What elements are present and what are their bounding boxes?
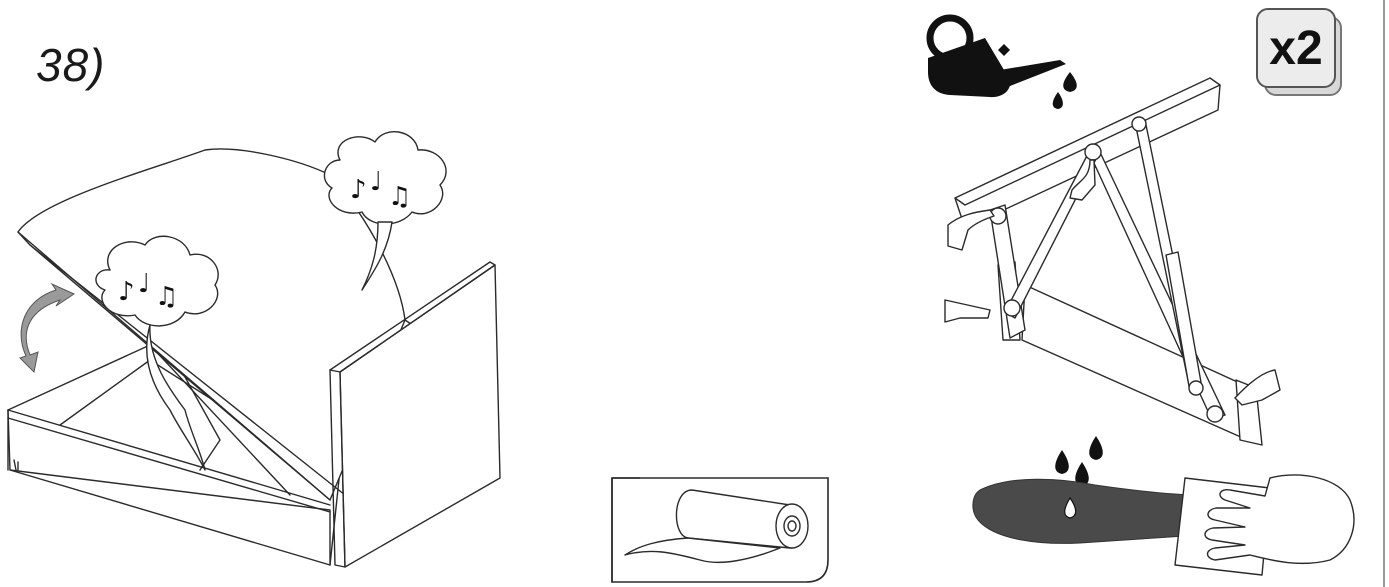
oil-smear [973, 479, 1200, 543]
svg-text:♫: ♫ [155, 282, 178, 312]
svg-text:♩: ♩ [138, 269, 150, 299]
oil-drop-icon [1053, 72, 1077, 109]
curved-arrow-icon [20, 284, 74, 372]
oil-drop-icon [1055, 436, 1103, 486]
lift-mechanism-illustration [955, 78, 1262, 445]
wiping-hand-icon [1175, 475, 1354, 575]
cloth-roll-icon [612, 478, 828, 582]
oil-can-icon [928, 18, 1066, 97]
svg-text:♫: ♫ [388, 182, 411, 212]
svg-text:♪: ♪ [118, 277, 135, 307]
svg-text:♩: ♩ [370, 167, 382, 197]
svg-text:♪: ♪ [350, 175, 367, 205]
